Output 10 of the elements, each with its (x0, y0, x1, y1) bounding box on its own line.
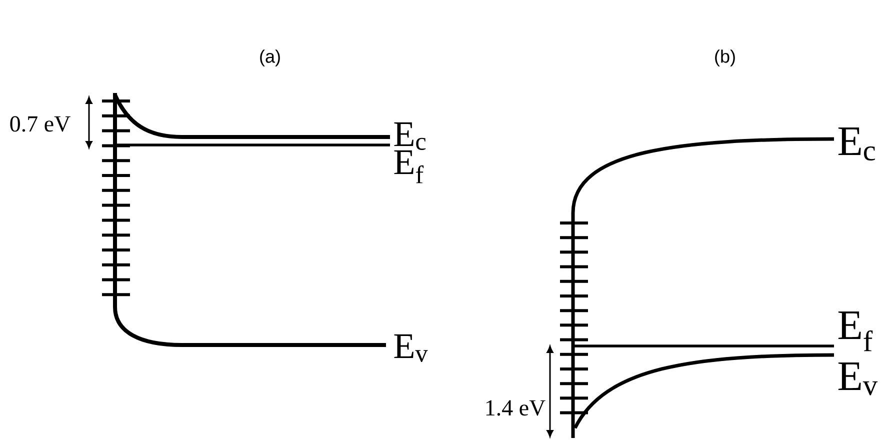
energy-level-label: E$_{c}$ (838, 127, 875, 161)
energy-level-label: E$_{v}$ (838, 362, 878, 396)
energy-level-label: E$_{c}$ (394, 122, 426, 150)
panel-label: (a) (260, 50, 280, 66)
energy-level-label: E$_{f}$ (394, 150, 424, 184)
panel-label: (b) (715, 50, 735, 66)
dimension-label: 1.4 eV (486, 400, 546, 416)
energy-level-label: E$_{v}$ (394, 334, 428, 362)
energy-level-label: E$_{f}$ (838, 311, 873, 352)
dimension-label: 0.7 eV (10, 116, 70, 132)
